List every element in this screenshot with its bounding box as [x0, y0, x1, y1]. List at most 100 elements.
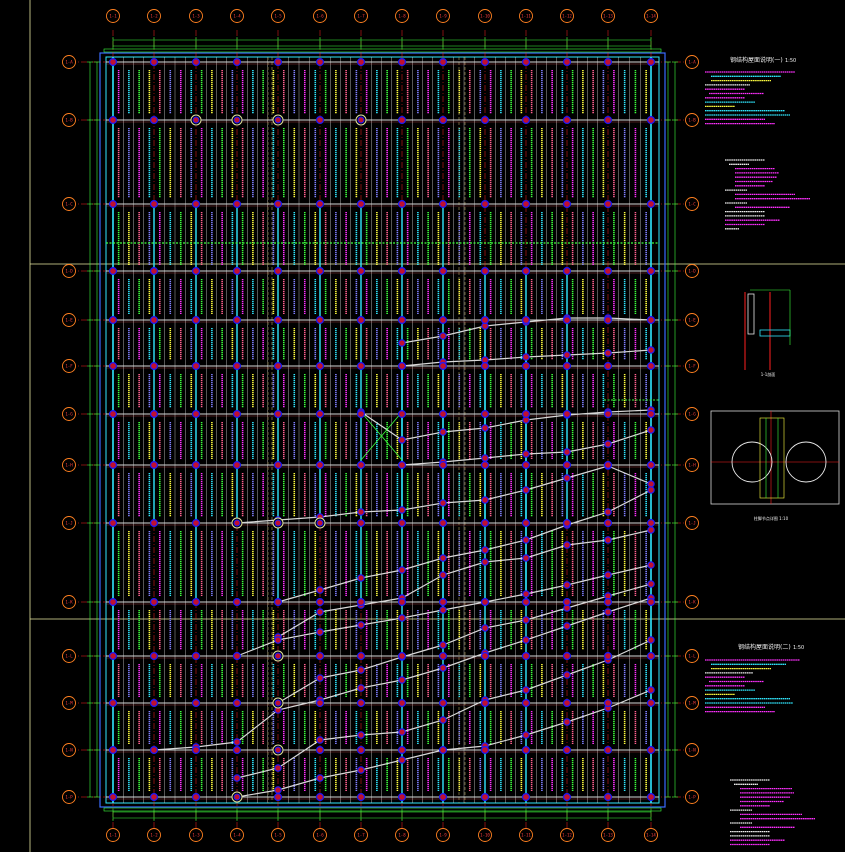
column — [108, 651, 117, 660]
column — [108, 698, 117, 707]
column — [357, 461, 366, 470]
axis-bubble-top: 1-1 — [106, 9, 120, 23]
axis-bubble-label: 1-B — [688, 118, 696, 123]
column — [108, 461, 117, 470]
axis-bubble-circle — [395, 828, 409, 842]
axis-bubble-circle — [147, 9, 161, 23]
sloped-beam-node — [604, 536, 612, 544]
column — [439, 115, 448, 124]
axis-bubble-circle — [62, 264, 76, 278]
column — [562, 410, 571, 419]
axis-bubble-bottom: 1-4 — [230, 828, 244, 842]
column — [316, 316, 325, 325]
sloped-beam-node — [398, 676, 406, 684]
axis-bubble-right: 1-K — [685, 595, 699, 609]
column — [398, 115, 407, 124]
axis-bubble-circle — [685, 313, 699, 327]
sloped-beam-node — [481, 424, 489, 432]
column — [192, 267, 201, 276]
column — [150, 651, 159, 660]
column — [233, 698, 242, 707]
axis-bubble-bottom: 1-3 — [189, 828, 203, 842]
column — [398, 698, 407, 707]
sloped-beam-node — [604, 440, 612, 448]
column — [274, 410, 283, 419]
section-caption: 1-1剖面 — [761, 371, 776, 377]
plan-inner-edge — [105, 56, 660, 804]
column — [316, 267, 325, 276]
axis-bubble-right: 1-B — [685, 113, 699, 127]
sloped-beam-node — [439, 641, 447, 649]
axis-bubble-circle — [62, 113, 76, 127]
axis-bubble-label: 1-G — [688, 412, 696, 417]
sloped-beam-node — [647, 580, 655, 588]
axis-bubble-label: 1-F — [65, 364, 73, 369]
column — [439, 461, 448, 470]
axis-bubble-circle — [436, 828, 450, 842]
axis-bubble-right: 1-J — [685, 516, 699, 530]
axis-bubble-label: 1-K — [688, 600, 696, 605]
axis-bubble-circle — [478, 828, 492, 842]
sloped-beam-node — [439, 571, 447, 579]
column — [150, 115, 159, 124]
axis-bubble-circle — [685, 55, 699, 69]
column — [150, 597, 159, 606]
column — [481, 57, 490, 66]
axis-bubble-circle — [62, 696, 76, 710]
axis-bubble-label: 1-9 — [439, 833, 447, 838]
axis-bubble-circle — [519, 9, 533, 23]
gutter-top — [103, 48, 662, 53]
column — [233, 316, 242, 325]
column — [192, 597, 201, 606]
column — [316, 597, 325, 606]
column — [274, 200, 283, 209]
axis-bubble-label: 1-7 — [357, 833, 365, 838]
sloped-beam-node — [647, 636, 655, 644]
sloped-beam-node — [604, 571, 612, 579]
axis-bubble-right: 1-A — [685, 55, 699, 69]
column — [521, 200, 530, 209]
axis-bubble-left: 1-M — [62, 696, 76, 710]
sloped-beam-node — [398, 339, 406, 347]
axis-bubble-label: 1-14 — [646, 833, 656, 838]
sloped-beam-node — [439, 606, 447, 614]
column — [316, 200, 325, 209]
column — [398, 200, 407, 209]
column — [562, 597, 571, 606]
column — [316, 519, 324, 527]
axis-bubble-bottom: 1-6 — [313, 828, 327, 842]
axis-bubble-circle — [685, 696, 699, 710]
axis-bubble-label: 1-13 — [603, 833, 613, 838]
column — [603, 518, 612, 527]
column — [108, 200, 117, 209]
column — [357, 267, 366, 276]
column — [603, 267, 612, 276]
column — [603, 461, 612, 470]
axis-bubble-bottom: 1-1 — [106, 828, 120, 842]
column-base-detail: 柱脚节点详图 1:10 — [710, 410, 840, 521]
column — [646, 461, 655, 470]
axis-bubble-left: 1-E — [62, 313, 76, 327]
axis-bubble-left: 1-F — [62, 359, 76, 373]
axis-bubble-label: 1-1 — [109, 833, 117, 838]
sloped-beam-node — [233, 774, 241, 782]
column — [481, 792, 490, 801]
axis-bubble-label: 1-A — [688, 60, 696, 65]
sloped-beam-node — [647, 480, 655, 488]
axis-bubble-label: 1-M — [688, 701, 696, 706]
column — [562, 200, 571, 209]
axis-bubble-label: 1-D — [688, 269, 696, 274]
column — [192, 57, 201, 66]
axis-bubble-circle — [560, 9, 574, 23]
axis-bubble-circle — [147, 828, 161, 842]
axis-bubble-label: 1-14 — [646, 14, 656, 19]
sloped-beam-node — [357, 574, 365, 582]
axis-bubble-circle — [601, 9, 615, 23]
sloped-beam-node — [604, 608, 612, 616]
notes-top: 钢结构屋面说明(一) 1:50 — [705, 56, 810, 230]
axis-bubble-top: 1-7 — [354, 9, 368, 23]
sloped-beam-node — [398, 436, 406, 444]
axis-bubble-top: 1-4 — [230, 9, 244, 23]
column — [521, 597, 530, 606]
